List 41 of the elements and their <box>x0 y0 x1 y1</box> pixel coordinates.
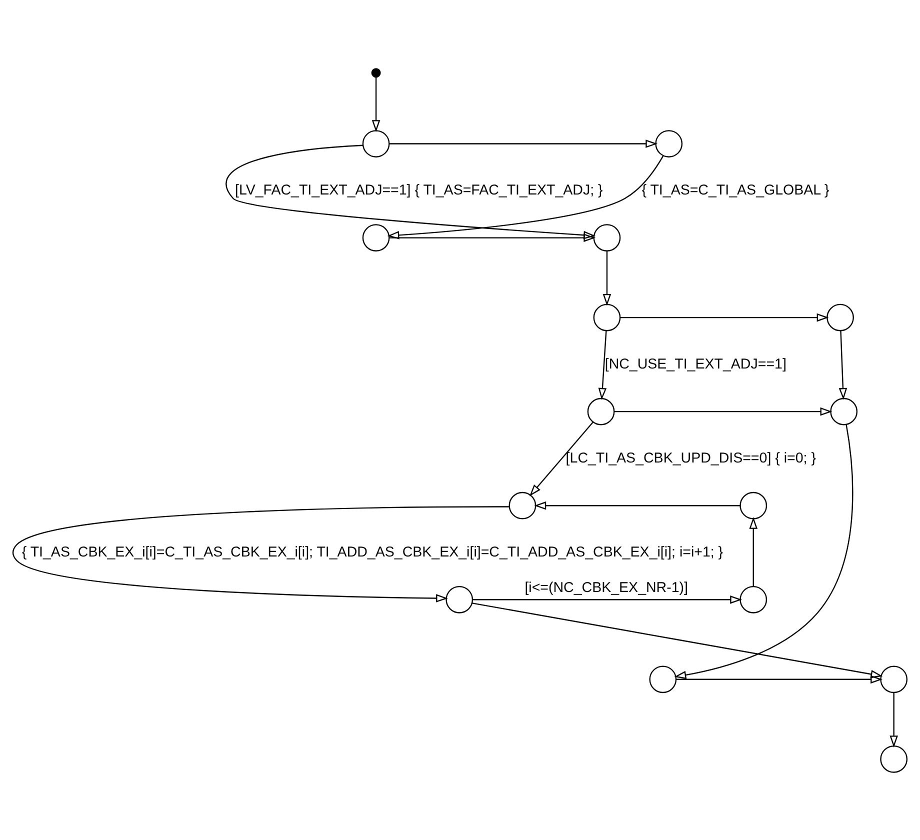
arrow <box>387 155 664 239</box>
arrow <box>472 594 742 604</box>
arrow <box>749 516 758 586</box>
arrow <box>614 406 832 416</box>
edge-label: { TI_AS=C_TI_AS_GLOBAL } <box>642 182 830 198</box>
arrow <box>529 421 594 496</box>
edge-label: [NC_USE_TI_EXT_ADJ==1] <box>604 356 786 372</box>
edge-label: [LC_TI_AS_CBK_UPD_DIS==0] { i=0; } <box>566 450 816 466</box>
node-circle <box>593 303 621 331</box>
node-circle <box>587 397 615 425</box>
node-circle <box>740 491 768 519</box>
arrow <box>838 330 848 400</box>
arrow <box>620 312 829 322</box>
node-circle <box>362 224 390 251</box>
edge-label: [LV_FAC_TI_EXT_ADJ==1] { TI_AS=FAC_TI_EXT_ADJ; } <box>235 182 603 198</box>
node-circle <box>508 491 536 519</box>
arrow <box>676 674 882 684</box>
arrow <box>472 602 883 678</box>
arrow <box>890 692 898 747</box>
node-circle <box>362 130 390 157</box>
edge-label: { TI_AS_CBK_EX_i[i]=C_TI_AS_CBK_EX_i[i]; TI_ADD_AS_CBK_EX_i[i]=C_TI_ADD_AS_CBK_EX_i[i]; i=i+1; } <box>22 544 724 560</box>
arrow <box>12 506 509 602</box>
node-circle <box>826 303 854 331</box>
node-circle <box>446 585 474 613</box>
node-circle <box>593 224 621 251</box>
node-circle <box>655 130 683 157</box>
edge-label: [i<=(NC_CBK_EX_NR-1)] <box>524 580 688 596</box>
arrow <box>390 233 596 242</box>
arrow <box>602 250 612 306</box>
node-circle <box>880 665 908 693</box>
node-circle <box>880 744 908 772</box>
arrow <box>598 330 607 400</box>
arrow <box>674 424 854 679</box>
arrow <box>534 500 740 510</box>
node-circle <box>740 585 768 613</box>
arrow <box>389 139 658 148</box>
arrow <box>372 76 380 132</box>
node-dot <box>371 68 381 78</box>
node-circle <box>649 665 677 693</box>
node-circle <box>830 397 858 425</box>
arrow <box>226 144 596 239</box>
